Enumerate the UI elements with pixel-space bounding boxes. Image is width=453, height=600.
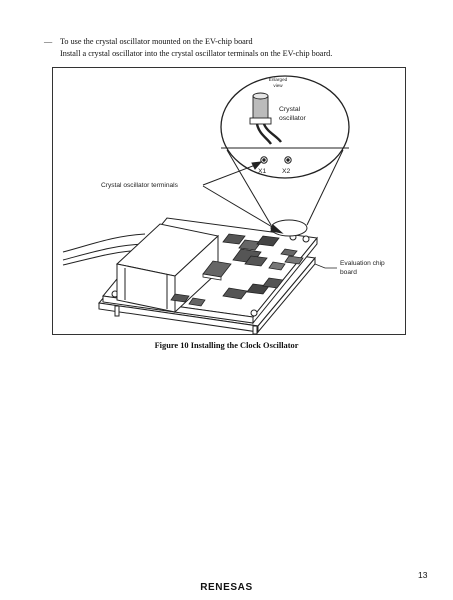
- enlarged-view-label-2: view: [273, 83, 283, 88]
- crystal-oscillator-can: [249, 92, 282, 145]
- terminals-label: Crystal oscillator terminals: [101, 182, 179, 189]
- figure-frame: Enlarged view Crystal oscillator X1 X2 C…: [52, 67, 406, 335]
- board-illustration: Enlarged view Crystal oscillator X1 X2 C…: [62, 75, 385, 335]
- page-number: 13: [418, 570, 428, 580]
- terminal-x2-label: X2: [282, 168, 291, 175]
- intro-line-2: Install a crystal oscillator into the cr…: [60, 49, 333, 58]
- terminal-x1-icon: [260, 156, 268, 164]
- intro-line-1: To use the crystal oscillator mounted on…: [60, 37, 253, 46]
- terminal-x1-label: X1: [258, 168, 267, 175]
- terminal-x2-icon: [284, 156, 292, 164]
- enlarged-view-label-1: Enlarged: [269, 77, 288, 82]
- eval-board-label-2: board: [340, 269, 357, 276]
- eval-board-label-1: Evaluation chip: [340, 260, 385, 267]
- eval-board-leader: [314, 263, 337, 269]
- figure-caption: Figure 10 Installing the Clock Oscillato…: [154, 341, 299, 350]
- zoom-lines: [226, 149, 344, 226]
- crystal-label-2: oscillator: [279, 115, 307, 122]
- terminal-arrows: [202, 161, 284, 234]
- chips: [170, 233, 304, 307]
- crystal-label-1: Crystal: [279, 106, 301, 113]
- list-dash: —: [44, 37, 53, 46]
- enlarged-view: [220, 75, 350, 179]
- renesas-logo: RENESAS: [200, 582, 253, 593]
- standoffs: [114, 305, 258, 335]
